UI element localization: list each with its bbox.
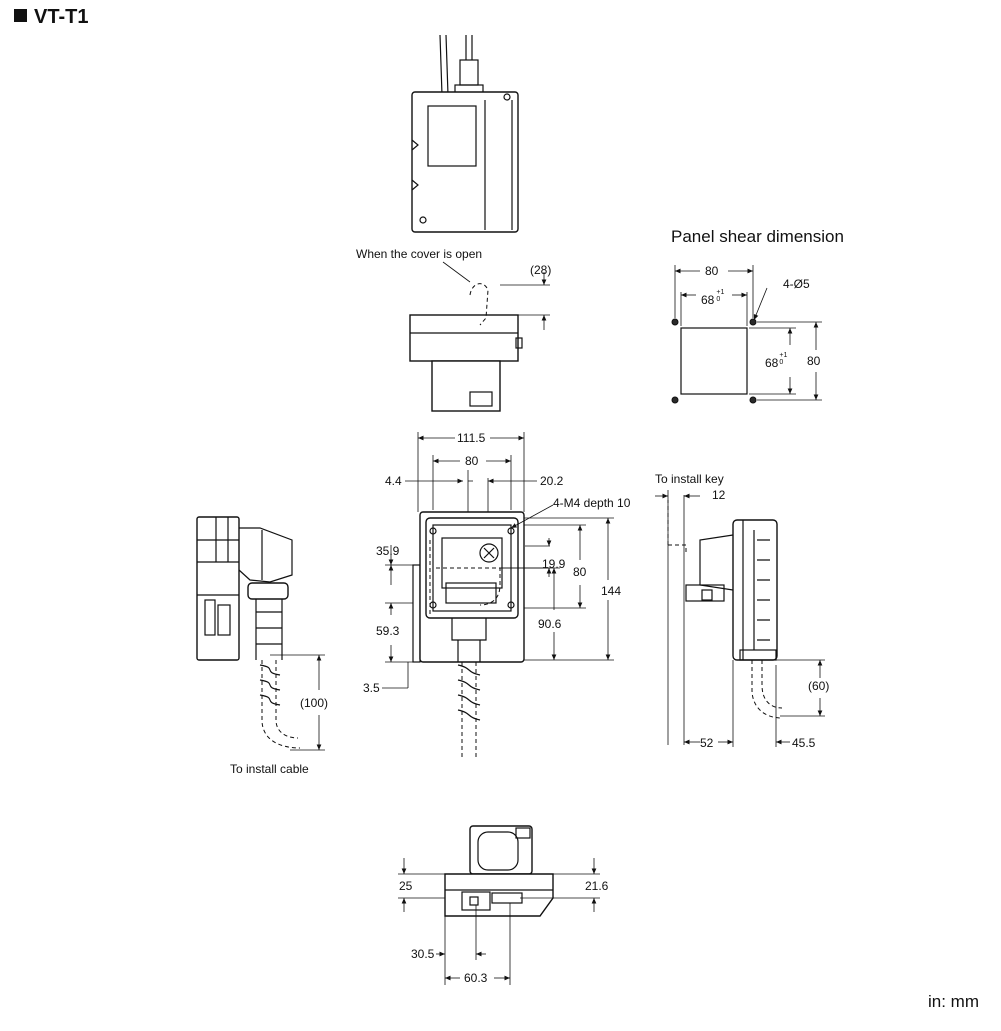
panel-dim-68-side: 68+1 0 (765, 352, 787, 369)
dim-30-5: 30.5 (411, 947, 435, 961)
dim-144: 144 (601, 584, 622, 598)
dim-35-9: 35.9 (376, 544, 400, 558)
dim-19-9: 19.9 (542, 557, 566, 571)
dim-25: 25 (399, 879, 413, 893)
right-side-view (655, 490, 825, 747)
dim-100: (100) (300, 696, 329, 710)
panel-tol-top: +1 0 (716, 289, 725, 303)
m4-depth-label: 4-M4 depth 10 (553, 496, 631, 510)
page-title: VT-T1 (14, 6, 88, 29)
dim-111-5: 111.5 (457, 431, 486, 445)
left-side-view (196, 516, 325, 751)
dim-59-3: 59.3 (376, 624, 400, 638)
dim-3-5: 3.5 (363, 681, 380, 695)
panel-holes: 4-Ø5 (783, 277, 810, 291)
dim-21-6: 21.6 (585, 879, 609, 893)
dim-52: 52 (700, 736, 714, 750)
install-cable-note: To install cable (230, 762, 309, 776)
bottom-view (398, 825, 600, 985)
units-label: in: mm (928, 992, 979, 1011)
top-view-closed (411, 34, 519, 233)
dim-4-4: 4.4 (385, 474, 402, 488)
dim-28: (28) (530, 263, 552, 277)
panel-heading: Panel shear dimension (671, 227, 844, 246)
dim-80-vertical: 80 (573, 565, 587, 579)
dim-80-front: 80 (465, 454, 479, 468)
dim-12: 12 (712, 488, 726, 502)
install-key-note: To install key (655, 472, 724, 486)
panel-dim-80-top: 80 (705, 264, 719, 278)
side-view-cover-open (409, 261, 550, 412)
dim-20-2: 20.2 (540, 474, 564, 488)
dim-60: (60) (808, 679, 830, 693)
panel-shear-diagram (671, 265, 822, 404)
panel-dim-80-side: 80 (807, 354, 821, 368)
panel-dim-68-side-value: 68 (765, 356, 779, 370)
cover-open-note: When the cover is open (356, 247, 483, 261)
bullet-square-icon (14, 9, 27, 22)
dim-60-3: 60.3 (464, 971, 488, 985)
front-view (382, 432, 614, 760)
title-text: VT-T1 (34, 6, 89, 28)
dim-90-6: 90.6 (538, 617, 562, 631)
dim-45-5: 45.5 (792, 736, 816, 750)
panel-dim-68-top: 68+1 0 (701, 289, 724, 306)
panel-tol-side: +1 0 (779, 352, 788, 366)
panel-dim-68-top-value: 68 (701, 293, 715, 307)
